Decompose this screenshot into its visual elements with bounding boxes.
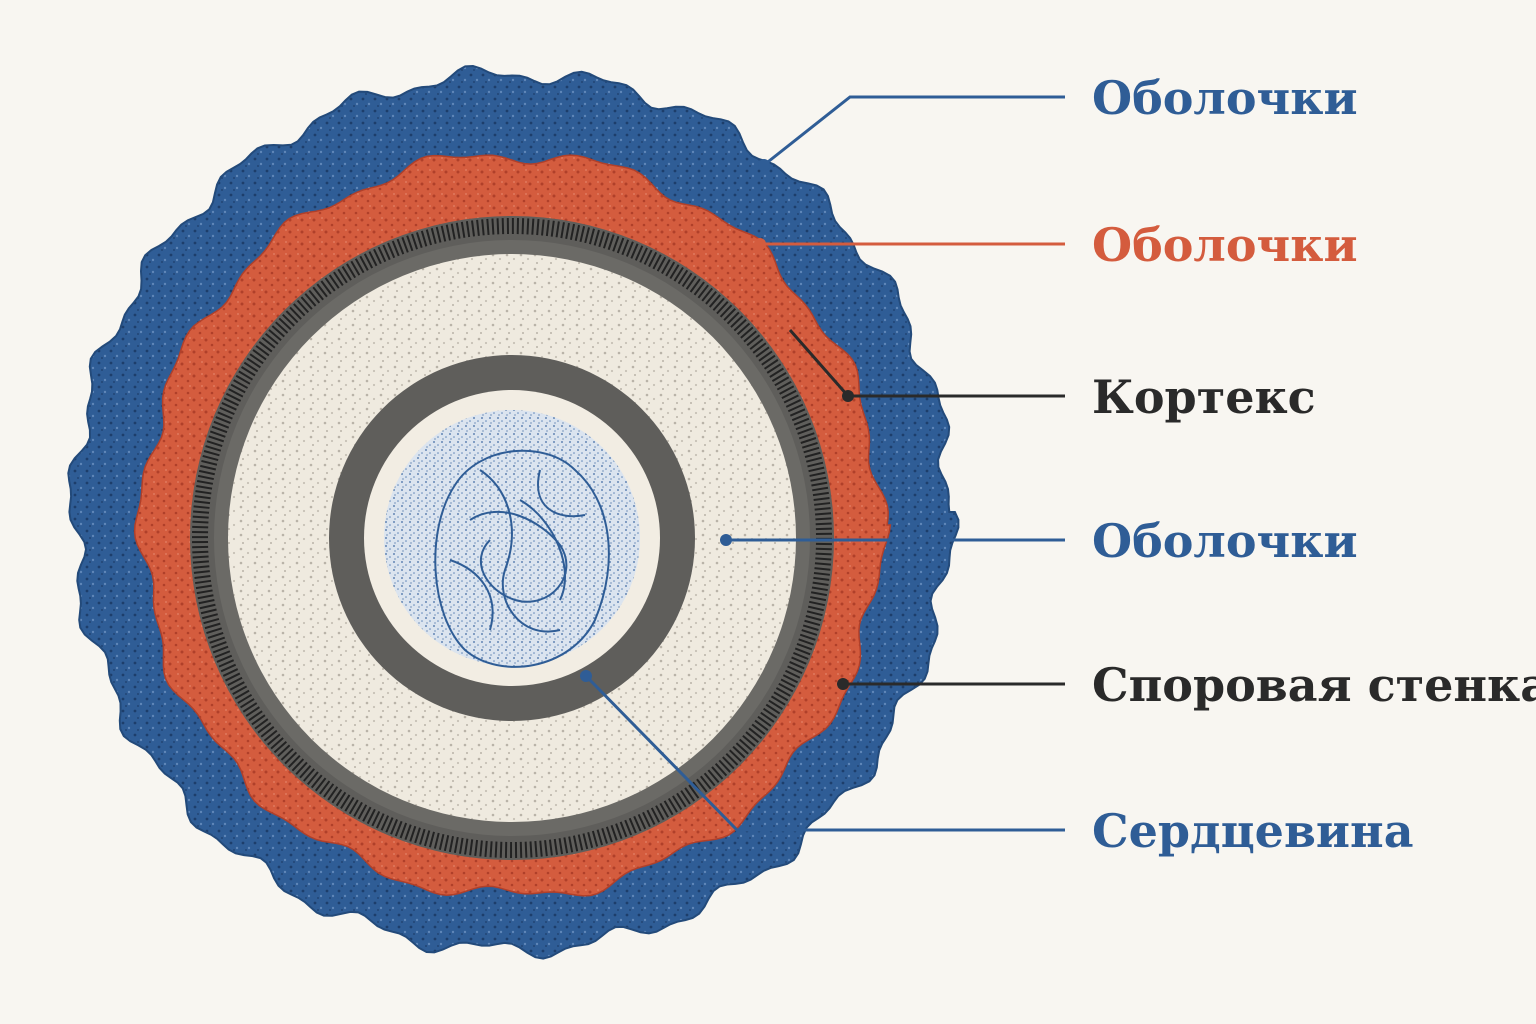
striation-ring [192, 218, 832, 858]
leader-lines [580, 95, 1065, 832]
label-cortex: Кортекс [1092, 370, 1316, 424]
label-inner-coat: Оболочки [1092, 218, 1358, 272]
leader-dot-inner-coat [754, 238, 766, 250]
label-outer-coat: Оболочки [1092, 71, 1358, 125]
leader-core [584, 674, 1065, 832]
leader-dot-membrane [720, 534, 732, 546]
leader-dot-spore-wall [837, 678, 849, 690]
nucleoid [434, 449, 610, 668]
label-membrane: Оболочки [1092, 514, 1358, 568]
leader-dot-core [580, 670, 592, 682]
label-core: Сердцевина [1092, 804, 1414, 858]
label-spore-wall: Споровая стенка [1092, 658, 1536, 712]
leader-dot-cortex [842, 390, 854, 402]
leader-outer-coat [763, 95, 1065, 167]
leader-dot-outer-coat [758, 159, 770, 171]
